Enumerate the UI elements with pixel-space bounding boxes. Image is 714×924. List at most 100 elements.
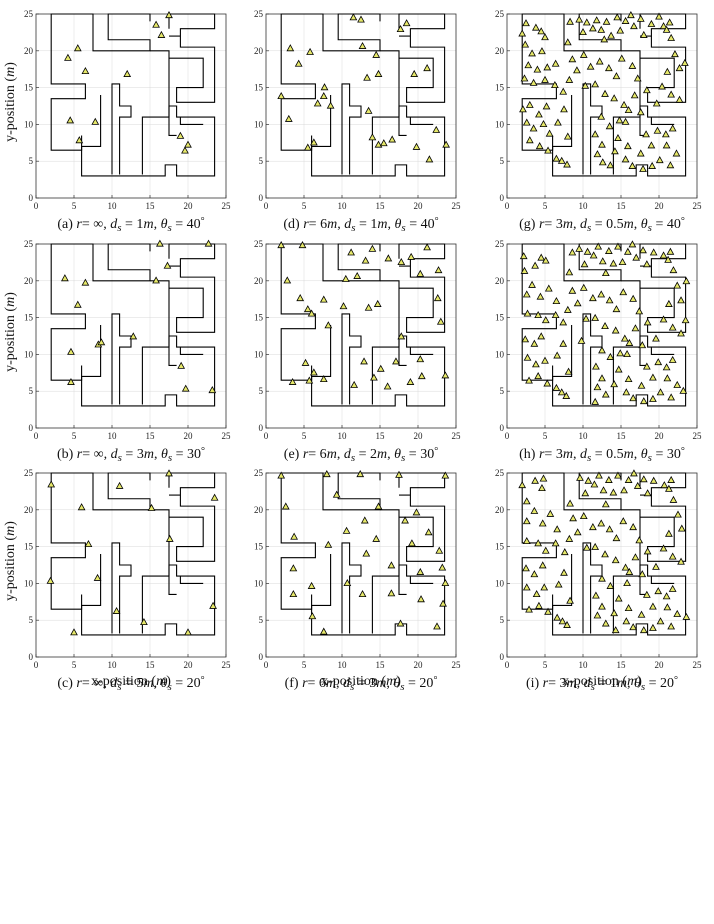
sensor-marker bbox=[605, 296, 614, 304]
x-tick-label: 15 bbox=[376, 201, 386, 211]
x-tick-label: 20 bbox=[655, 431, 665, 441]
sensor-points bbox=[519, 240, 691, 405]
sensor-marker bbox=[642, 260, 651, 268]
sensor-marker bbox=[184, 140, 192, 148]
sensor-marker bbox=[668, 323, 677, 331]
y-tick-label: 5 bbox=[29, 615, 34, 625]
y-tick-label: 5 bbox=[500, 386, 505, 396]
x-tick-label: 0 bbox=[34, 660, 39, 670]
sensor-marker bbox=[629, 294, 638, 302]
sensor-marker bbox=[649, 476, 658, 484]
y-tick-label: 25 bbox=[24, 239, 34, 249]
wall-segment bbox=[311, 324, 446, 407]
sensor-marker bbox=[360, 516, 369, 524]
sensor-marker bbox=[305, 376, 314, 384]
sensor-marker bbox=[342, 526, 351, 534]
sensor-marker bbox=[613, 13, 622, 21]
y-tick-label: 25 bbox=[24, 468, 34, 478]
panel-caption: (a) r= ∞, ds = 1m, θs = 40° bbox=[57, 216, 204, 235]
y-tick-label: 10 bbox=[24, 119, 34, 129]
sensor-marker bbox=[666, 161, 675, 169]
x-tick-label: 15 bbox=[146, 431, 156, 441]
sensor-marker bbox=[540, 583, 549, 591]
sensor-marker bbox=[662, 592, 671, 600]
wall-segment bbox=[141, 564, 181, 634]
sensor-marker bbox=[620, 486, 628, 494]
wall-segment bbox=[50, 13, 151, 151]
sensor-marker bbox=[396, 25, 405, 33]
y-tick-label: 0 bbox=[29, 193, 34, 203]
sensor-marker bbox=[584, 476, 593, 484]
sensor-marker bbox=[629, 394, 638, 402]
sensor-marker bbox=[67, 347, 75, 355]
sensor-marker bbox=[522, 290, 531, 298]
sensor-marker bbox=[538, 519, 547, 527]
sensor-marker bbox=[667, 33, 676, 41]
sensor-marker bbox=[677, 557, 685, 565]
y-tick-label: 10 bbox=[254, 578, 264, 588]
sensor-marker bbox=[594, 242, 603, 250]
sensor-marker bbox=[522, 517, 531, 525]
x-tick-label: 25 bbox=[452, 660, 462, 670]
sensor-marker bbox=[310, 138, 318, 146]
sensor-marker bbox=[77, 503, 86, 511]
sensor-marker bbox=[659, 251, 668, 259]
sensor-marker bbox=[598, 574, 606, 582]
sensor-marker bbox=[531, 261, 539, 269]
sensor-marker bbox=[552, 296, 561, 305]
wall-segment bbox=[141, 335, 181, 405]
sensor-marker bbox=[614, 133, 622, 141]
sensor-marker bbox=[581, 81, 590, 89]
sensor-marker bbox=[360, 357, 368, 365]
x-tick-label: 20 bbox=[414, 431, 424, 441]
sensor-marker bbox=[538, 47, 546, 55]
sensor-marker bbox=[301, 358, 310, 366]
sensor-marker bbox=[606, 352, 615, 360]
sensor-marker bbox=[677, 329, 685, 337]
sensor-marker bbox=[307, 581, 316, 589]
sensor-marker bbox=[593, 383, 602, 391]
sensor-marker bbox=[341, 274, 350, 282]
sensor-marker bbox=[184, 628, 192, 636]
sensor-marker bbox=[591, 130, 600, 138]
sensor-marker bbox=[397, 257, 406, 266]
sensor-marker bbox=[553, 613, 562, 621]
sensor-marker bbox=[522, 497, 531, 505]
sensor-marker bbox=[643, 318, 652, 326]
sensor-marker bbox=[551, 80, 559, 88]
sensor-marker bbox=[152, 20, 160, 28]
sensor-marker bbox=[529, 124, 538, 132]
x-tick-label: 10 bbox=[338, 201, 348, 211]
sensor-marker bbox=[433, 294, 442, 302]
x-axis-label: x-position (m) bbox=[321, 674, 401, 689]
sensor-marker bbox=[665, 18, 674, 26]
sensor-marker bbox=[637, 381, 646, 389]
sensor-marker bbox=[619, 288, 628, 296]
sensor-marker bbox=[569, 514, 577, 522]
sensor-marker bbox=[579, 50, 588, 58]
sensor-marker bbox=[552, 154, 561, 162]
sensor-marker bbox=[614, 594, 623, 602]
x-tick-label: 5 bbox=[543, 431, 548, 441]
sensor-marker bbox=[573, 66, 581, 74]
sensor-marker bbox=[313, 99, 322, 107]
sensor-marker bbox=[639, 475, 648, 483]
sensor-marker bbox=[565, 75, 574, 83]
sensor-marker bbox=[590, 480, 599, 488]
sensor-marker bbox=[326, 101, 335, 109]
x-tick-label: 20 bbox=[655, 660, 665, 670]
x-tick-label: 15 bbox=[617, 660, 627, 670]
sensor-marker bbox=[610, 94, 619, 102]
sensor-marker bbox=[290, 532, 298, 540]
sensor-marker bbox=[649, 248, 658, 256]
x-tick-label: 10 bbox=[108, 431, 118, 441]
sensor-marker bbox=[349, 13, 358, 21]
sensor-marker bbox=[522, 583, 531, 591]
y-tick-label: 0 bbox=[29, 423, 34, 433]
wall-segment bbox=[380, 50, 407, 136]
x-tick-label: 5 bbox=[72, 660, 77, 670]
sensor-marker bbox=[319, 374, 328, 383]
